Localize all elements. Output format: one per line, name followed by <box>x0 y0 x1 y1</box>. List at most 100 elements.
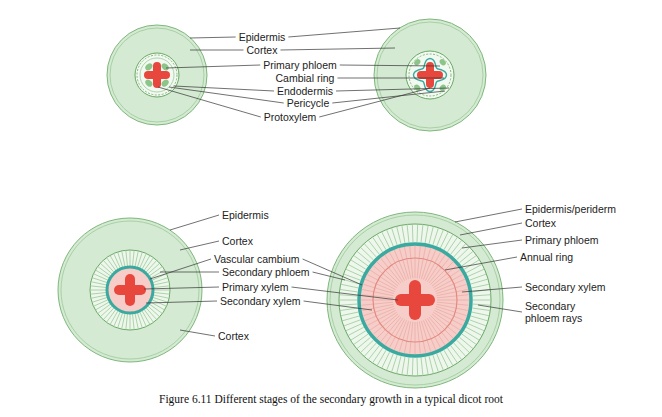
phloem-ray <box>392 355 398 372</box>
part-label: Epidermis <box>239 31 286 43</box>
leader-line <box>313 272 345 280</box>
phloem-ray <box>472 312 490 316</box>
xylem-ray <box>419 322 425 353</box>
phloem-ray <box>126 314 128 330</box>
phloem-ray <box>472 284 490 288</box>
phloem-ray <box>473 300 491 301</box>
root-stage-2 <box>374 19 486 131</box>
cortex-boundary <box>110 28 204 122</box>
part-label: Secondary phloem <box>222 266 310 278</box>
part-label: Protoxylem <box>264 111 317 123</box>
phloem-ray <box>429 226 433 243</box>
phloem-ray <box>110 311 118 325</box>
xylem-ray <box>436 306 467 315</box>
phloem-ray <box>340 289 358 292</box>
phloem-ray <box>421 224 423 242</box>
phloem-patch <box>438 83 447 92</box>
cortex-boundary <box>61 221 199 359</box>
xylem-ray <box>410 322 413 354</box>
phloem-ray <box>392 228 398 245</box>
phloem-ray <box>114 312 121 327</box>
part-label: Secondary xylem <box>525 281 606 293</box>
phloem-ray <box>377 234 386 250</box>
cortex-boundary <box>377 22 483 128</box>
leader-line <box>304 301 372 310</box>
phloem-ray <box>412 224 414 242</box>
root-stage-3 <box>58 218 202 362</box>
phloem-ray <box>364 244 376 257</box>
phloem-patch <box>160 78 170 88</box>
leader-line <box>336 88 449 91</box>
phloem-ray <box>473 295 491 296</box>
phloem-ray <box>92 278 107 283</box>
xylem-ray <box>423 320 435 350</box>
phloem-ray <box>425 225 428 243</box>
xylem-ray <box>362 289 393 295</box>
phloem-ray <box>342 316 359 321</box>
phloem-ray <box>397 226 401 243</box>
phloem-ray <box>126 250 128 266</box>
phloem-ray <box>447 237 457 252</box>
phloem-ray <box>354 255 369 266</box>
xylem-ray <box>404 322 410 353</box>
part-label: Vascular cambium <box>214 253 300 265</box>
leader-line <box>319 88 430 117</box>
phloem-ray <box>351 260 366 270</box>
phloem-ray <box>130 250 131 266</box>
phloem-ray <box>133 250 135 266</box>
phloem-ray <box>357 251 371 263</box>
leader-line <box>478 305 522 312</box>
phloem-ray <box>137 252 142 267</box>
annual-ring <box>373 258 457 342</box>
phloem-ray <box>464 331 479 341</box>
endodermis-ring <box>137 55 177 95</box>
xylem-ray <box>410 246 413 278</box>
part-label: Endodermis <box>277 85 333 97</box>
xylem-ray <box>361 300 393 301</box>
phloem-ray <box>130 314 131 330</box>
phloem-ray <box>459 251 473 263</box>
phloem-ray <box>382 352 390 368</box>
phloem-ray <box>457 247 470 260</box>
phloem-ray <box>417 358 419 376</box>
leader-line <box>303 259 362 285</box>
epidermis-ring <box>107 25 207 125</box>
periderm-ring <box>327 212 503 388</box>
phloem-ray <box>457 340 470 353</box>
part-label: Primary xylem <box>222 281 289 293</box>
phloem-ray <box>433 355 439 372</box>
xylem-arm <box>409 280 421 320</box>
phloem-ray <box>140 253 147 268</box>
leader-line <box>174 86 274 91</box>
phloem-ray <box>473 304 491 305</box>
phloem-ray <box>135 313 138 329</box>
epidermis-ring <box>58 218 202 362</box>
phloem-ray <box>118 252 123 267</box>
leader-line <box>280 48 395 50</box>
part-label: Epidermis/periderm <box>525 203 616 215</box>
phloem-ray <box>471 279 488 284</box>
phloem-ray <box>459 337 473 349</box>
phloem-ray <box>144 309 153 322</box>
phloem-ray <box>149 266 162 275</box>
part-label: Secondary xylem <box>220 295 301 307</box>
phloem-ray <box>348 264 364 272</box>
phloem-ray <box>95 302 109 310</box>
phloem-ray <box>114 253 121 268</box>
leader-line <box>292 287 398 300</box>
xylem-ray <box>363 284 394 293</box>
epidermis-ring <box>374 19 486 131</box>
part-label: Cortex <box>222 235 253 247</box>
leader-line <box>160 272 219 273</box>
phloem-ray <box>472 308 490 311</box>
xylem-ray <box>394 250 406 280</box>
part-label: Cortex <box>525 217 556 229</box>
cortex-boundary <box>330 215 500 385</box>
phloem-ray <box>364 343 376 356</box>
phloem-ray <box>407 224 409 242</box>
endodermis-ring <box>409 54 451 96</box>
phloem-ray <box>339 300 357 301</box>
phloem-ray <box>354 334 369 345</box>
